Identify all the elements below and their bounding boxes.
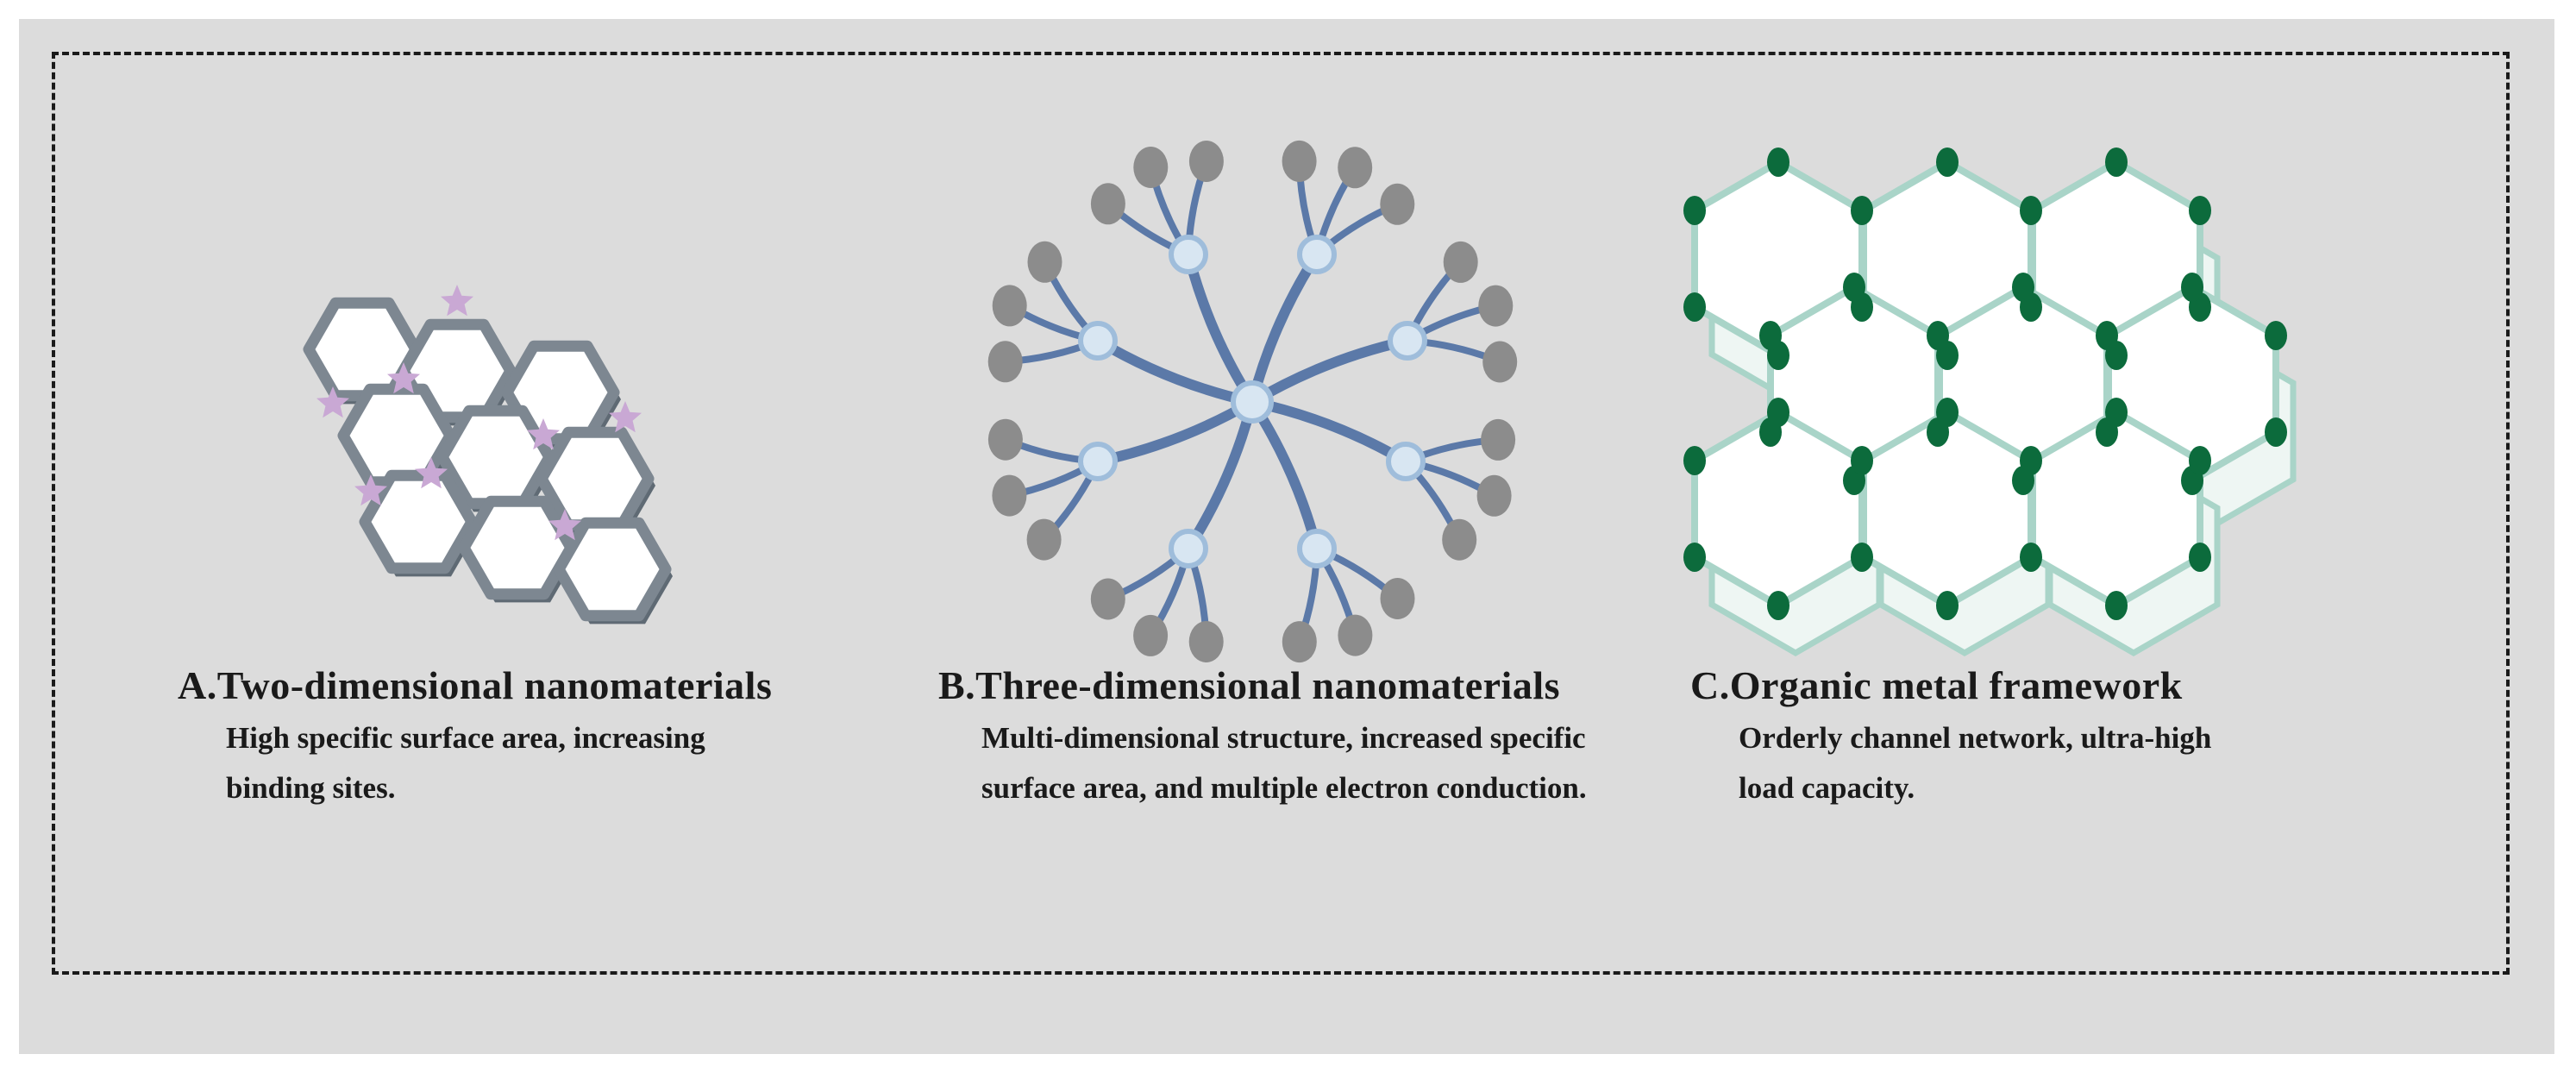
metal-node	[1936, 147, 1959, 177]
section-description: Multi-dimensional structure, increased s…	[981, 721, 1587, 805]
metal-node	[1936, 591, 1959, 620]
terminal-group	[1090, 578, 1125, 620]
dendrimer-branch	[1247, 336, 1413, 407]
terminal-group	[1380, 578, 1415, 619]
section-title: A.Two-dimensional nanomaterials	[178, 663, 773, 707]
metal-node	[1851, 543, 1873, 572]
organic-metal-framework-illustration	[1683, 147, 2297, 657]
terminal-group	[1027, 241, 1062, 283]
terminal-group	[992, 474, 1027, 517]
metal-node	[2020, 446, 2042, 475]
dashed-frame	[52, 52, 2510, 975]
metal-node	[1767, 147, 1789, 177]
metal-node	[2020, 543, 2042, 572]
branch-node	[1078, 442, 1118, 481]
binding-site-star	[441, 285, 473, 317]
dendrimer-branch	[1247, 397, 1322, 554]
terminal-group	[1282, 140, 1317, 182]
binding-site-star	[415, 457, 448, 489]
metal-node	[1927, 321, 1949, 350]
section-description: High specific surface area, increasing b…	[226, 721, 705, 805]
metal-node	[1683, 196, 1706, 225]
metal-node	[1683, 446, 1706, 475]
branch-node	[1388, 321, 1427, 361]
metal-node	[1767, 591, 1789, 620]
branch-node	[1169, 235, 1208, 274]
branch-node	[1078, 321, 1118, 361]
binding-site-star	[317, 386, 349, 418]
metal-node	[1767, 398, 1789, 427]
binding-site-star	[354, 474, 387, 506]
hexagon-cell	[458, 495, 577, 600]
core-node	[1231, 380, 1274, 424]
branch-node	[1297, 235, 1337, 274]
metal-node	[1936, 398, 1959, 427]
metal-node	[2265, 321, 2287, 350]
terminal-group	[1443, 241, 1478, 283]
hexagon-cell	[536, 426, 655, 531]
metal-node	[2189, 543, 2211, 572]
terminal-group	[992, 285, 1027, 327]
binding-site-star	[609, 401, 642, 433]
metal-node	[2105, 147, 2128, 177]
metal-node	[1851, 196, 1873, 225]
dendrimer-branch	[1183, 249, 1257, 407]
two-dimensional-nanomaterial-illustration	[303, 285, 673, 624]
terminal-group	[1188, 141, 1224, 182]
terminal-group	[1476, 474, 1512, 517]
binding-site-star	[527, 418, 560, 450]
hexagon-cell	[553, 517, 672, 622]
metal-node	[2105, 398, 2128, 427]
section-title: B.Three-dimensional nanomaterials	[938, 663, 1561, 707]
metal-node	[1759, 321, 1782, 350]
branch-node	[1297, 529, 1337, 568]
metal-node	[1683, 543, 1706, 572]
section-description: Orderly channel network, ultra-high load…	[1739, 721, 2212, 805]
terminal-group	[1090, 183, 1125, 225]
terminal-group	[1380, 183, 1415, 225]
terminal-group	[1442, 518, 1477, 561]
section-organic-metal-framework: C.Organic metal framework Orderly channe…	[1690, 662, 2239, 813]
dendrimer-branch	[1093, 397, 1257, 467]
metal-node	[2105, 591, 2128, 620]
metal-node	[1851, 446, 1873, 475]
terminal-group	[1133, 614, 1169, 656]
metal-node	[2096, 321, 2118, 350]
metal-node	[1683, 292, 1706, 322]
terminal-group	[987, 418, 1023, 461]
hexagon-cell	[359, 469, 478, 574]
terminal-group	[1481, 418, 1516, 461]
metal-node	[2020, 196, 2042, 225]
terminal-group	[1133, 147, 1169, 188]
metal-node	[2265, 417, 2287, 447]
branch-node	[1169, 529, 1208, 568]
section-three-dimensional: B.Three-dimensional nanomaterials Multi-…	[938, 662, 1654, 813]
three-dimensional-nanomaterial-illustration	[987, 140, 1518, 663]
section-two-dimensional: A.Two-dimensional nanomaterials High spe…	[178, 662, 772, 813]
terminal-group	[1478, 285, 1514, 327]
terminal-group	[987, 341, 1023, 383]
binding-site-star	[387, 362, 420, 394]
terminal-group	[1338, 147, 1373, 189]
metal-node	[2189, 196, 2211, 225]
metal-node	[1843, 273, 1865, 302]
binding-site-star	[548, 509, 581, 541]
terminal-group	[1026, 518, 1062, 561]
metal-node	[2181, 273, 2203, 302]
terminal-group	[1482, 341, 1518, 383]
terminal-group	[1338, 614, 1373, 656]
terminal-group	[1282, 621, 1317, 663]
terminal-group	[1188, 621, 1224, 662]
branch-node	[1386, 442, 1426, 481]
metal-node	[2012, 273, 2034, 302]
section-title: C.Organic metal framework	[1690, 663, 2183, 707]
metal-node	[2189, 446, 2211, 475]
